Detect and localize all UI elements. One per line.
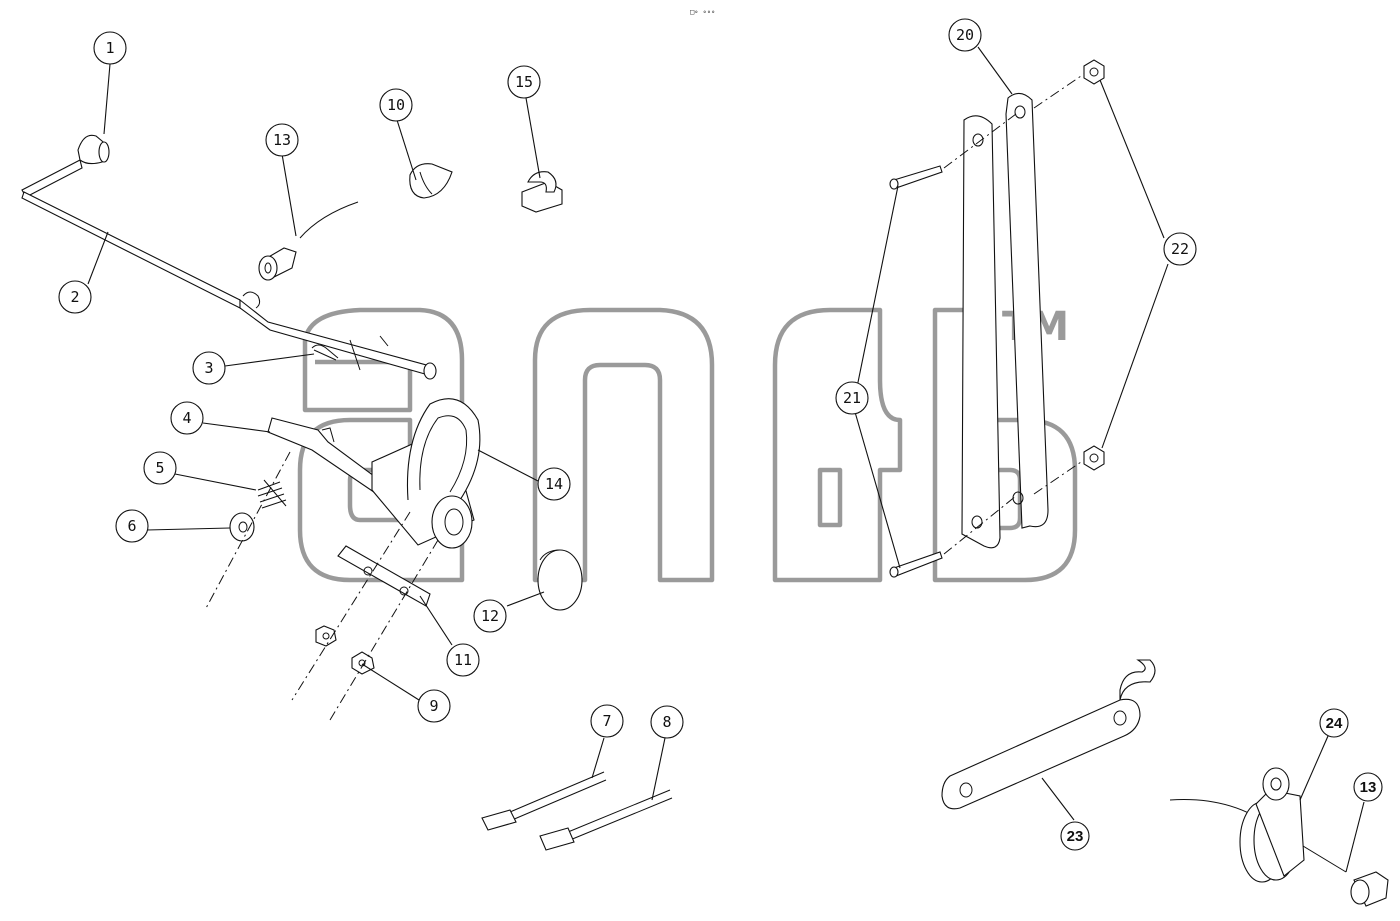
- callout-5: 5: [143, 451, 177, 485]
- header-mark: □∘ ∘∘∘: [690, 8, 715, 16]
- part-connector-wire-7: [481, 771, 607, 831]
- callout-20: 20: [948, 18, 982, 52]
- part-bars: [961, 92, 1049, 549]
- svg-text:2: 2: [70, 288, 79, 306]
- part-knob: [77, 134, 110, 165]
- leader-lines: [87, 46, 1365, 873]
- svg-text:22: 22: [1171, 240, 1189, 258]
- svg-text:14: 14: [545, 475, 563, 493]
- part-eyelet-cable: [258, 201, 359, 281]
- callout-22: 22: [1163, 232, 1197, 266]
- part-eyelet-right: [1350, 871, 1389, 907]
- part-rod: [21, 159, 437, 380]
- callout-23: 23: [1060, 821, 1090, 851]
- part-pulley: [1169, 767, 1347, 883]
- svg-text:4: 4: [182, 409, 191, 427]
- callout-6: 6: [115, 509, 149, 543]
- callout-13-right: 13: [1353, 772, 1383, 802]
- callout-14: 14: [537, 467, 571, 501]
- callout-2: 2: [58, 280, 92, 314]
- callout-11: 11: [446, 643, 480, 677]
- part-holder: [521, 171, 563, 213]
- part-spring: [257, 479, 287, 509]
- callout-12: 12: [473, 599, 507, 633]
- svg-text:7: 7: [602, 712, 611, 730]
- callout-4: 4: [170, 401, 204, 435]
- svg-text:12: 12: [481, 607, 499, 625]
- part-bolts: [889, 165, 943, 578]
- svg-text:8: 8: [662, 713, 671, 731]
- part-clip: [409, 163, 453, 199]
- svg-text:20: 20: [956, 26, 974, 44]
- svg-text:1: 1: [105, 39, 114, 57]
- part-hex-nuts: [1083, 59, 1105, 471]
- callout-9: 9: [417, 689, 451, 723]
- callout-3: 3: [192, 351, 226, 385]
- svg-text:13: 13: [273, 131, 291, 149]
- svg-text:23: 23: [1067, 828, 1084, 845]
- callout-15: 15: [507, 65, 541, 99]
- part-nuts: [315, 625, 375, 675]
- svg-text:11: 11: [454, 651, 472, 669]
- svg-text:5: 5: [155, 459, 164, 477]
- svg-text:13: 13: [1360, 779, 1377, 796]
- part-hook-bar: [941, 659, 1156, 810]
- part-strip: [337, 545, 431, 607]
- callout-13-left: 13: [265, 123, 299, 157]
- part-cotter-pin: [311, 344, 339, 361]
- svg-text:6: 6: [127, 517, 136, 535]
- svg-text:9: 9: [429, 697, 438, 715]
- svg-text:24: 24: [1326, 715, 1343, 732]
- callout-24: 24: [1319, 708, 1349, 738]
- svg-text:10: 10: [387, 96, 405, 114]
- part-washer: [229, 512, 255, 542]
- svg-text:3: 3: [204, 359, 213, 377]
- callout-10: 10: [379, 88, 413, 122]
- part-shackle: [371, 398, 481, 549]
- callout-7: 7: [590, 704, 624, 738]
- svg-text:15: 15: [515, 73, 533, 91]
- svg-text:21: 21: [843, 389, 861, 407]
- callout-21: 21: [835, 381, 869, 415]
- part-cap: [537, 549, 583, 611]
- callout-1: 1: [93, 31, 127, 65]
- callout-8: 8: [650, 705, 684, 739]
